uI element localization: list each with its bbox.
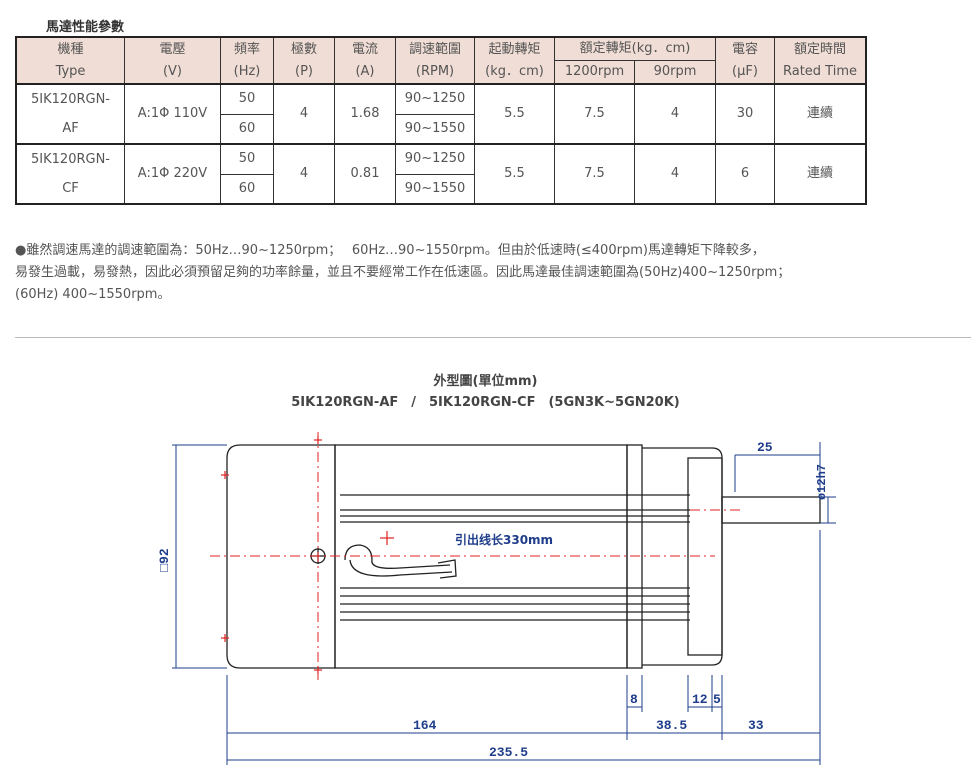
flange-plate — [626, 444, 643, 669]
cell-starting-torque: 5.5 — [474, 143, 555, 205]
dim-12: 12 — [692, 692, 708, 707]
header-current: 電流(A) — [334, 36, 396, 85]
cell-model: 5IK120RGN-CF — [15, 143, 125, 205]
cell-rated-time: 連續 — [774, 83, 867, 145]
cell-poles: 4 — [273, 83, 335, 145]
cell-speed: 90~1250 — [395, 143, 475, 175]
cell-model: 5IK120RGN-AF — [15, 83, 125, 145]
dim-shaft-diameter: ø12h7 — [815, 464, 829, 500]
cell-capacitor: 30 — [715, 83, 775, 145]
note-line: (60Hz) 400~1550rpm。 — [15, 287, 171, 302]
header-voltage: 電壓(V) — [124, 36, 221, 85]
header-torque-90: 90rpm — [634, 60, 716, 85]
header-poles: 極數(P) — [273, 36, 335, 85]
dim-8: 8 — [630, 692, 638, 707]
dim-235-5: 235.5 — [489, 745, 528, 760]
header-starting-torque: 起動轉矩(kg．cm) — [474, 36, 555, 85]
output-shaft — [721, 496, 821, 524]
cell-torque-90: 4 — [634, 143, 716, 205]
dim-38-5: 38.5 — [656, 718, 687, 733]
motor-body — [226, 444, 821, 669]
dim-square: □92 — [157, 548, 172, 572]
cell-freq: 50 — [220, 143, 274, 175]
note-line: ●雖然調速馬達的調速範圍為：50Hz…90~1250rpm； 60Hz…90~1… — [15, 243, 765, 258]
motor-outline-drawing: □92 引出线长330mm 25 ø12h7 8 12 5 164 38.5 3… — [157, 432, 836, 765]
rear-cover — [226, 444, 336, 669]
cell-speed: 90~1550 — [395, 173, 475, 205]
cell-torque-1200: 7.5 — [554, 143, 635, 205]
mount-marks — [221, 436, 394, 674]
dim-164: 164 — [413, 718, 437, 733]
header-rated-torque: 額定轉矩(kg．cm) — [554, 36, 716, 61]
cell-freq: 50 — [220, 83, 274, 115]
dimension-labels: □92 引出线长330mm 25 ø12h7 8 12 5 164 38.5 3… — [157, 440, 829, 760]
cell-speed: 90~1550 — [395, 113, 475, 145]
cell-rated-time: 連續 — [774, 143, 867, 205]
cell-freq: 60 — [220, 173, 274, 205]
dim-shaft-length: 25 — [757, 440, 773, 455]
cell-current: 0.81 — [334, 143, 396, 205]
drawing-heading: 外型圖(單位mm) 5IK120RGN-AF / 5IK120RGN-CF (5… — [0, 371, 971, 413]
drawing-title: 外型圖(單位mm) — [433, 374, 538, 389]
cell-poles: 4 — [273, 143, 335, 205]
cell-voltage: A:1Φ 110V — [124, 83, 221, 145]
cell-speed: 90~1250 — [395, 83, 475, 115]
lead-wire — [344, 544, 451, 569]
usage-note: ●雖然調速馬達的調速範圍為：50Hz…90~1250rpm； 60Hz…90~1… — [15, 240, 965, 306]
cell-capacitor: 6 — [715, 143, 775, 205]
dim-5: 5 — [713, 692, 721, 707]
header-frequency: 頻率(Hz) — [220, 36, 274, 85]
cell-freq: 60 — [220, 113, 274, 145]
cell-current: 1.68 — [334, 83, 396, 145]
cell-torque-1200: 7.5 — [554, 83, 635, 145]
dimension-lines — [172, 442, 836, 765]
header-speed-range: 調速範圍(RPM) — [395, 36, 475, 85]
cell-voltage: A:1Φ 220V — [124, 143, 221, 205]
cell-starting-torque: 5.5 — [474, 83, 555, 145]
lead-wire-label: 引出线长330mm — [455, 532, 553, 547]
cell-torque-90: 4 — [634, 83, 716, 145]
section-title: 馬達性能參數 — [46, 20, 125, 35]
dim-33: 33 — [748, 718, 764, 733]
note-line: 易發生過載，易發熱，因此必須預留足夠的功率餘量，並且不要經常工作在低速區。因此馬… — [15, 265, 791, 280]
divider — [15, 337, 971, 338]
front-boss — [687, 457, 723, 656]
header-torque-1200: 1200rpm — [554, 60, 635, 85]
header-capacitor: 電容(μF) — [715, 36, 775, 85]
drawing-subtitle: 5IK120RGN-AF / 5IK120RGN-CF (5GN3K~5GN20… — [291, 395, 680, 410]
center-lines — [210, 432, 740, 680]
